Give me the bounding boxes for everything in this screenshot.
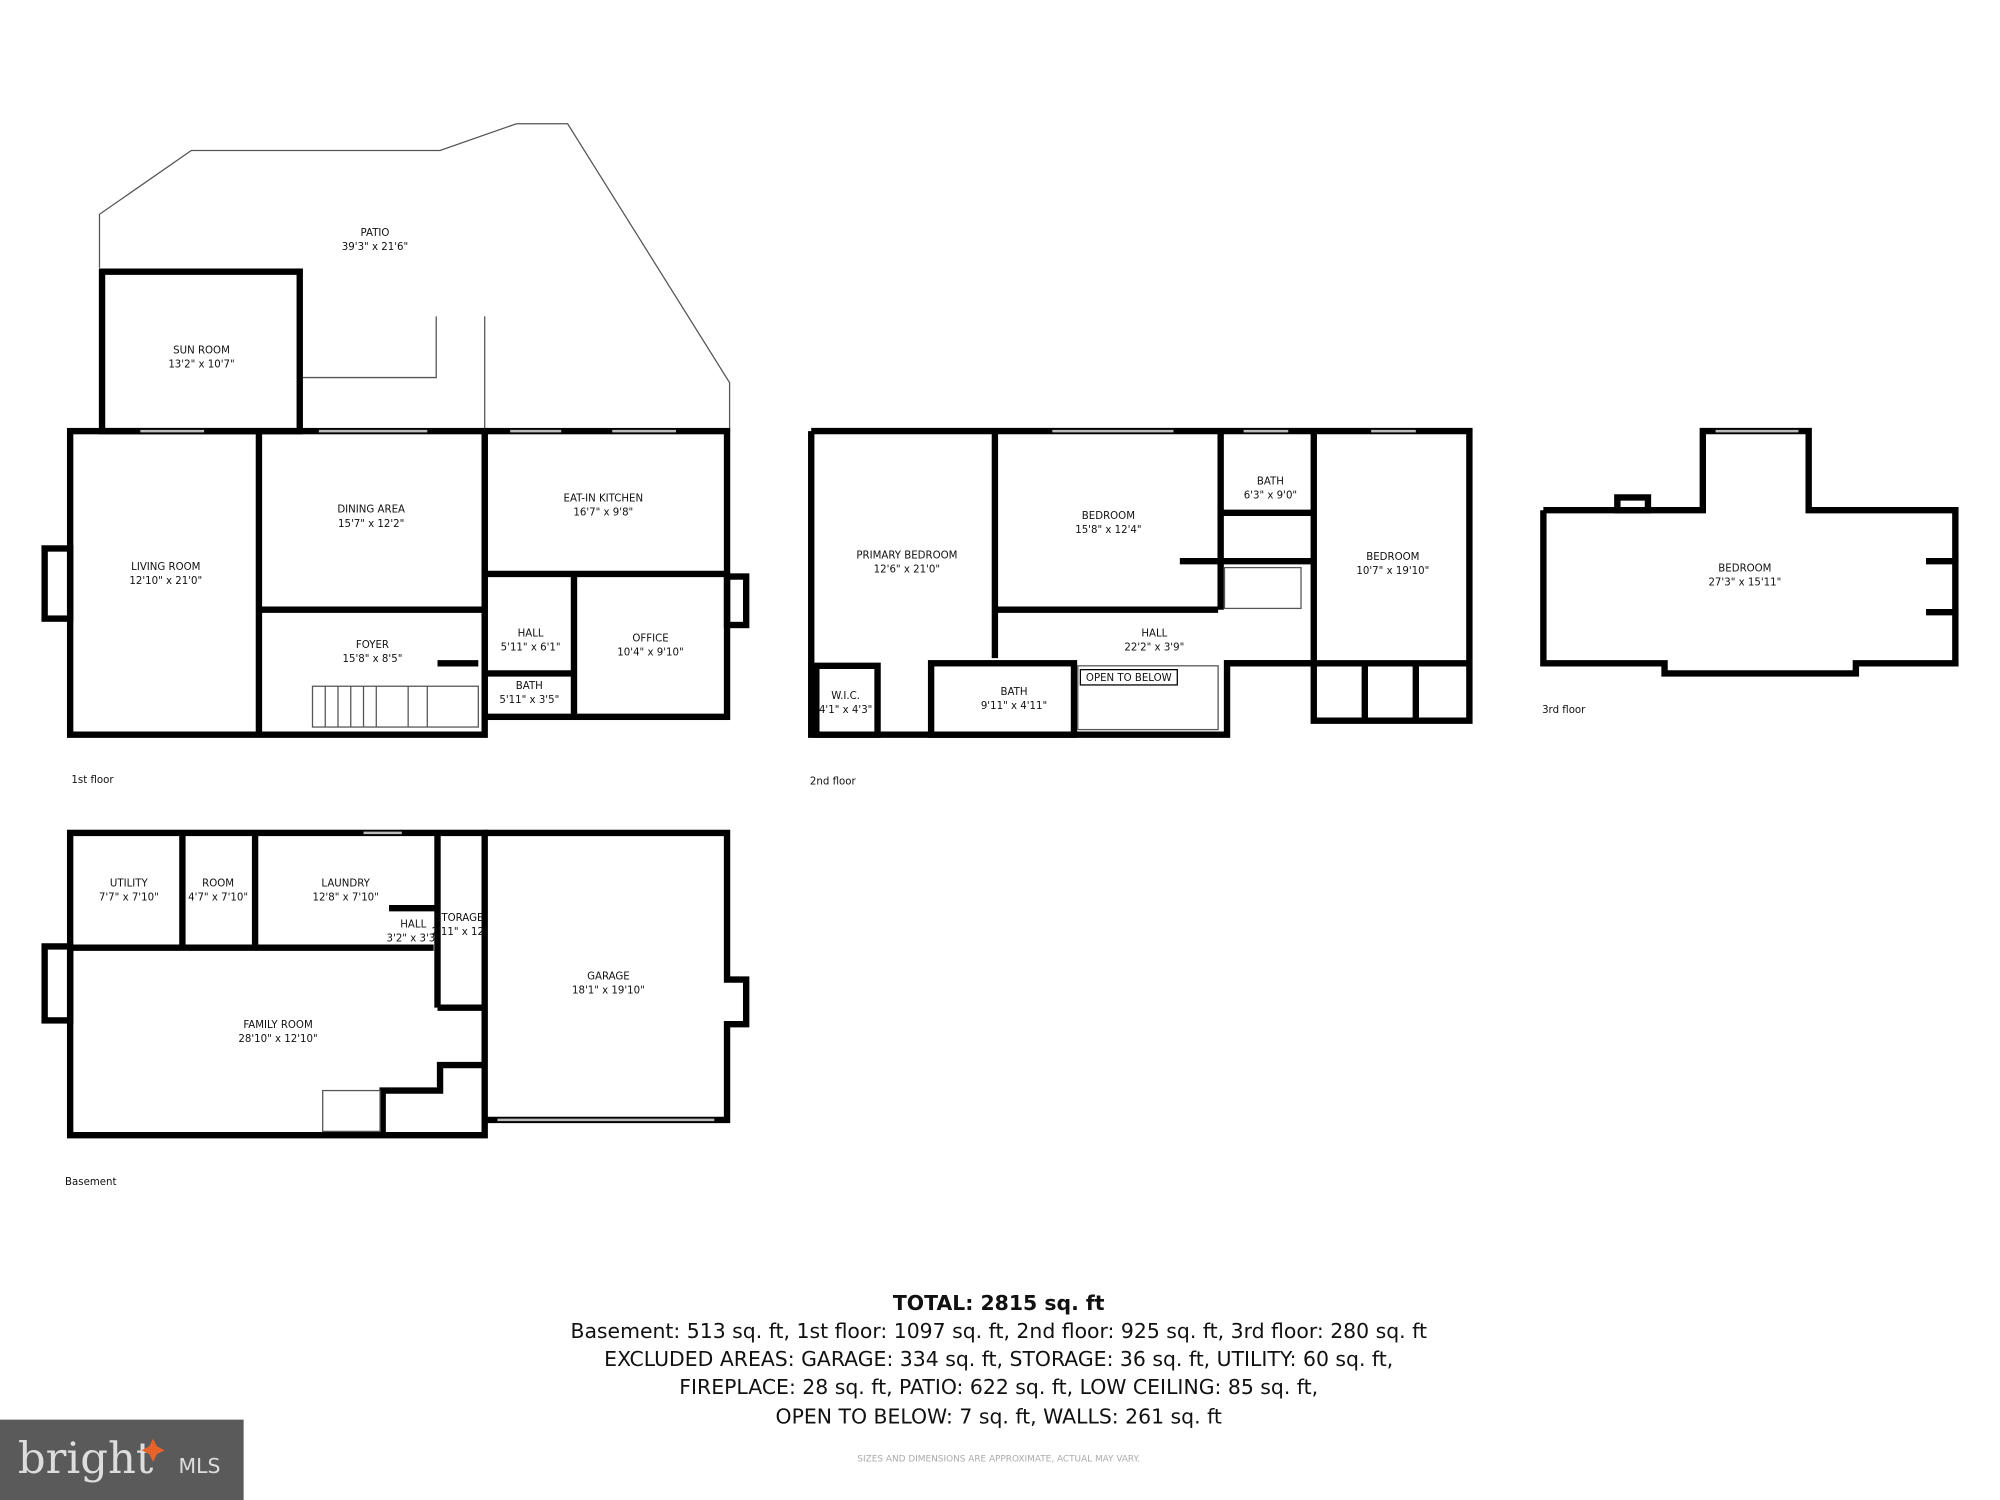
room-dims: 12'8" x 7'10": [312, 893, 378, 904]
room-dims: 12'6" x 21'0": [874, 565, 940, 576]
room-dims: 27'3" x 15'11": [1708, 577, 1781, 588]
room-dims: 28'10" x 12'10": [238, 1034, 317, 1045]
room-dims: 3'2" x 3'3": [387, 933, 440, 944]
stairs: [1077, 665, 1219, 731]
room-name: DINING AREA: [337, 505, 405, 516]
third-floor-plan: [1540, 427, 1959, 677]
disclaimer: SIZES AND DIMENSIONS ARE APPROXIMATE, AC…: [857, 1455, 1140, 1465]
room-name: PRIMARY BEDROOM: [856, 551, 957, 562]
floor-label: 1st floor: [71, 775, 114, 786]
room-dims: 2'11" x 12': [432, 927, 487, 938]
room-name: HALL: [400, 919, 426, 930]
room-name: LAUNDRY: [321, 878, 370, 889]
room-name: FOYER: [356, 640, 389, 651]
fireplace: [41, 943, 74, 1024]
room-dims: 16'7" x 9'8": [573, 507, 633, 518]
room-name: HALL: [1141, 628, 1167, 639]
stairs: [322, 1089, 381, 1133]
room-name: UTILITY: [110, 878, 149, 889]
open-to-below-label: OPEN TO BELOW: [1086, 673, 1172, 684]
stairs: [311, 685, 479, 728]
summary-line: EXCLUDED AREAS: GARAGE: 334 sq. ft, STOR…: [604, 1347, 1393, 1371]
room-dims: 39'3" x 21'6": [342, 242, 408, 253]
room-dims: 5'11" x 6'1": [501, 643, 561, 654]
second-floor-plan: [808, 427, 1473, 738]
first-floor-plan: [41, 123, 750, 738]
room-name: STORAGE: [435, 913, 483, 924]
floor-label: Basement: [65, 1177, 116, 1188]
room-dims: 7'7" x 7'10": [99, 893, 159, 904]
room-name: FAMILY ROOM: [243, 1020, 312, 1031]
floor-label: 2nd floor: [810, 776, 857, 787]
room-dims: 15'8" x 8'5": [343, 654, 403, 665]
room-dims: 15'7" x 12'2": [338, 519, 404, 530]
patio-outline: [98, 123, 731, 432]
room-dims: 13'2" x 10'7": [168, 359, 234, 370]
room-dims: 15'8" x 12'4": [1075, 525, 1141, 536]
room-dims: 10'7" x 19'10": [1356, 566, 1429, 577]
basement-plan: [41, 829, 750, 1139]
room-dims: 12'10" x 21'0": [129, 576, 202, 587]
room-name: HALL: [518, 628, 544, 639]
room-name: BEDROOM: [1366, 552, 1419, 563]
room-name: OFFICE: [632, 634, 668, 645]
room-dims: 4'7" x 7'10": [188, 893, 248, 904]
room-dims: 22'2" x 3'9": [1124, 643, 1184, 654]
floor-label: 3rd floor: [1542, 705, 1586, 716]
room-name: BEDROOM: [1718, 563, 1771, 574]
room-dims: 18'1" x 19'10": [572, 986, 645, 997]
room-dims: 10'4" x 9'10": [617, 648, 683, 659]
room-name: GARAGE: [587, 972, 630, 983]
room-name: ROOM: [202, 878, 234, 889]
room-dims: 9'11" x 4'11": [981, 701, 1047, 712]
fireplace: [41, 545, 74, 622]
room-dims: 5'11" x 3'5": [499, 695, 559, 706]
room-name: PATIO: [361, 228, 390, 239]
room-name: BEDROOM: [1082, 511, 1135, 522]
room-name: BATH: [516, 681, 543, 692]
room-dims: 4'1" x 4'3": [819, 705, 872, 716]
room-name: EAT-IN KITCHEN: [564, 493, 644, 504]
room-name: SUN ROOM: [173, 345, 230, 356]
summary-line: OPEN TO BELOW: 7 sq. ft, WALLS: 261 sq. …: [776, 1404, 1222, 1428]
room-name: BATH: [1000, 687, 1027, 698]
room-name: BATH: [1257, 477, 1284, 488]
room-name: LIVING ROOM: [131, 562, 200, 573]
bright-mls-logo: bright MLS: [0, 1419, 244, 1500]
summary-line: Basement: 513 sq. ft, 1st floor: 1097 sq…: [570, 1319, 1427, 1343]
room-name: W.I.C.: [831, 691, 860, 702]
summary-line: FIREPLACE: 28 sq. ft, PATIO: 622 sq. ft,…: [679, 1375, 1318, 1399]
svg-text:bright: bright: [18, 1434, 154, 1484]
svg-text:MLS: MLS: [179, 1454, 221, 1478]
room-dims: 6'3" x 9'0": [1244, 491, 1297, 502]
total-area: TOTAL: 2815 sq. ft: [893, 1291, 1105, 1315]
